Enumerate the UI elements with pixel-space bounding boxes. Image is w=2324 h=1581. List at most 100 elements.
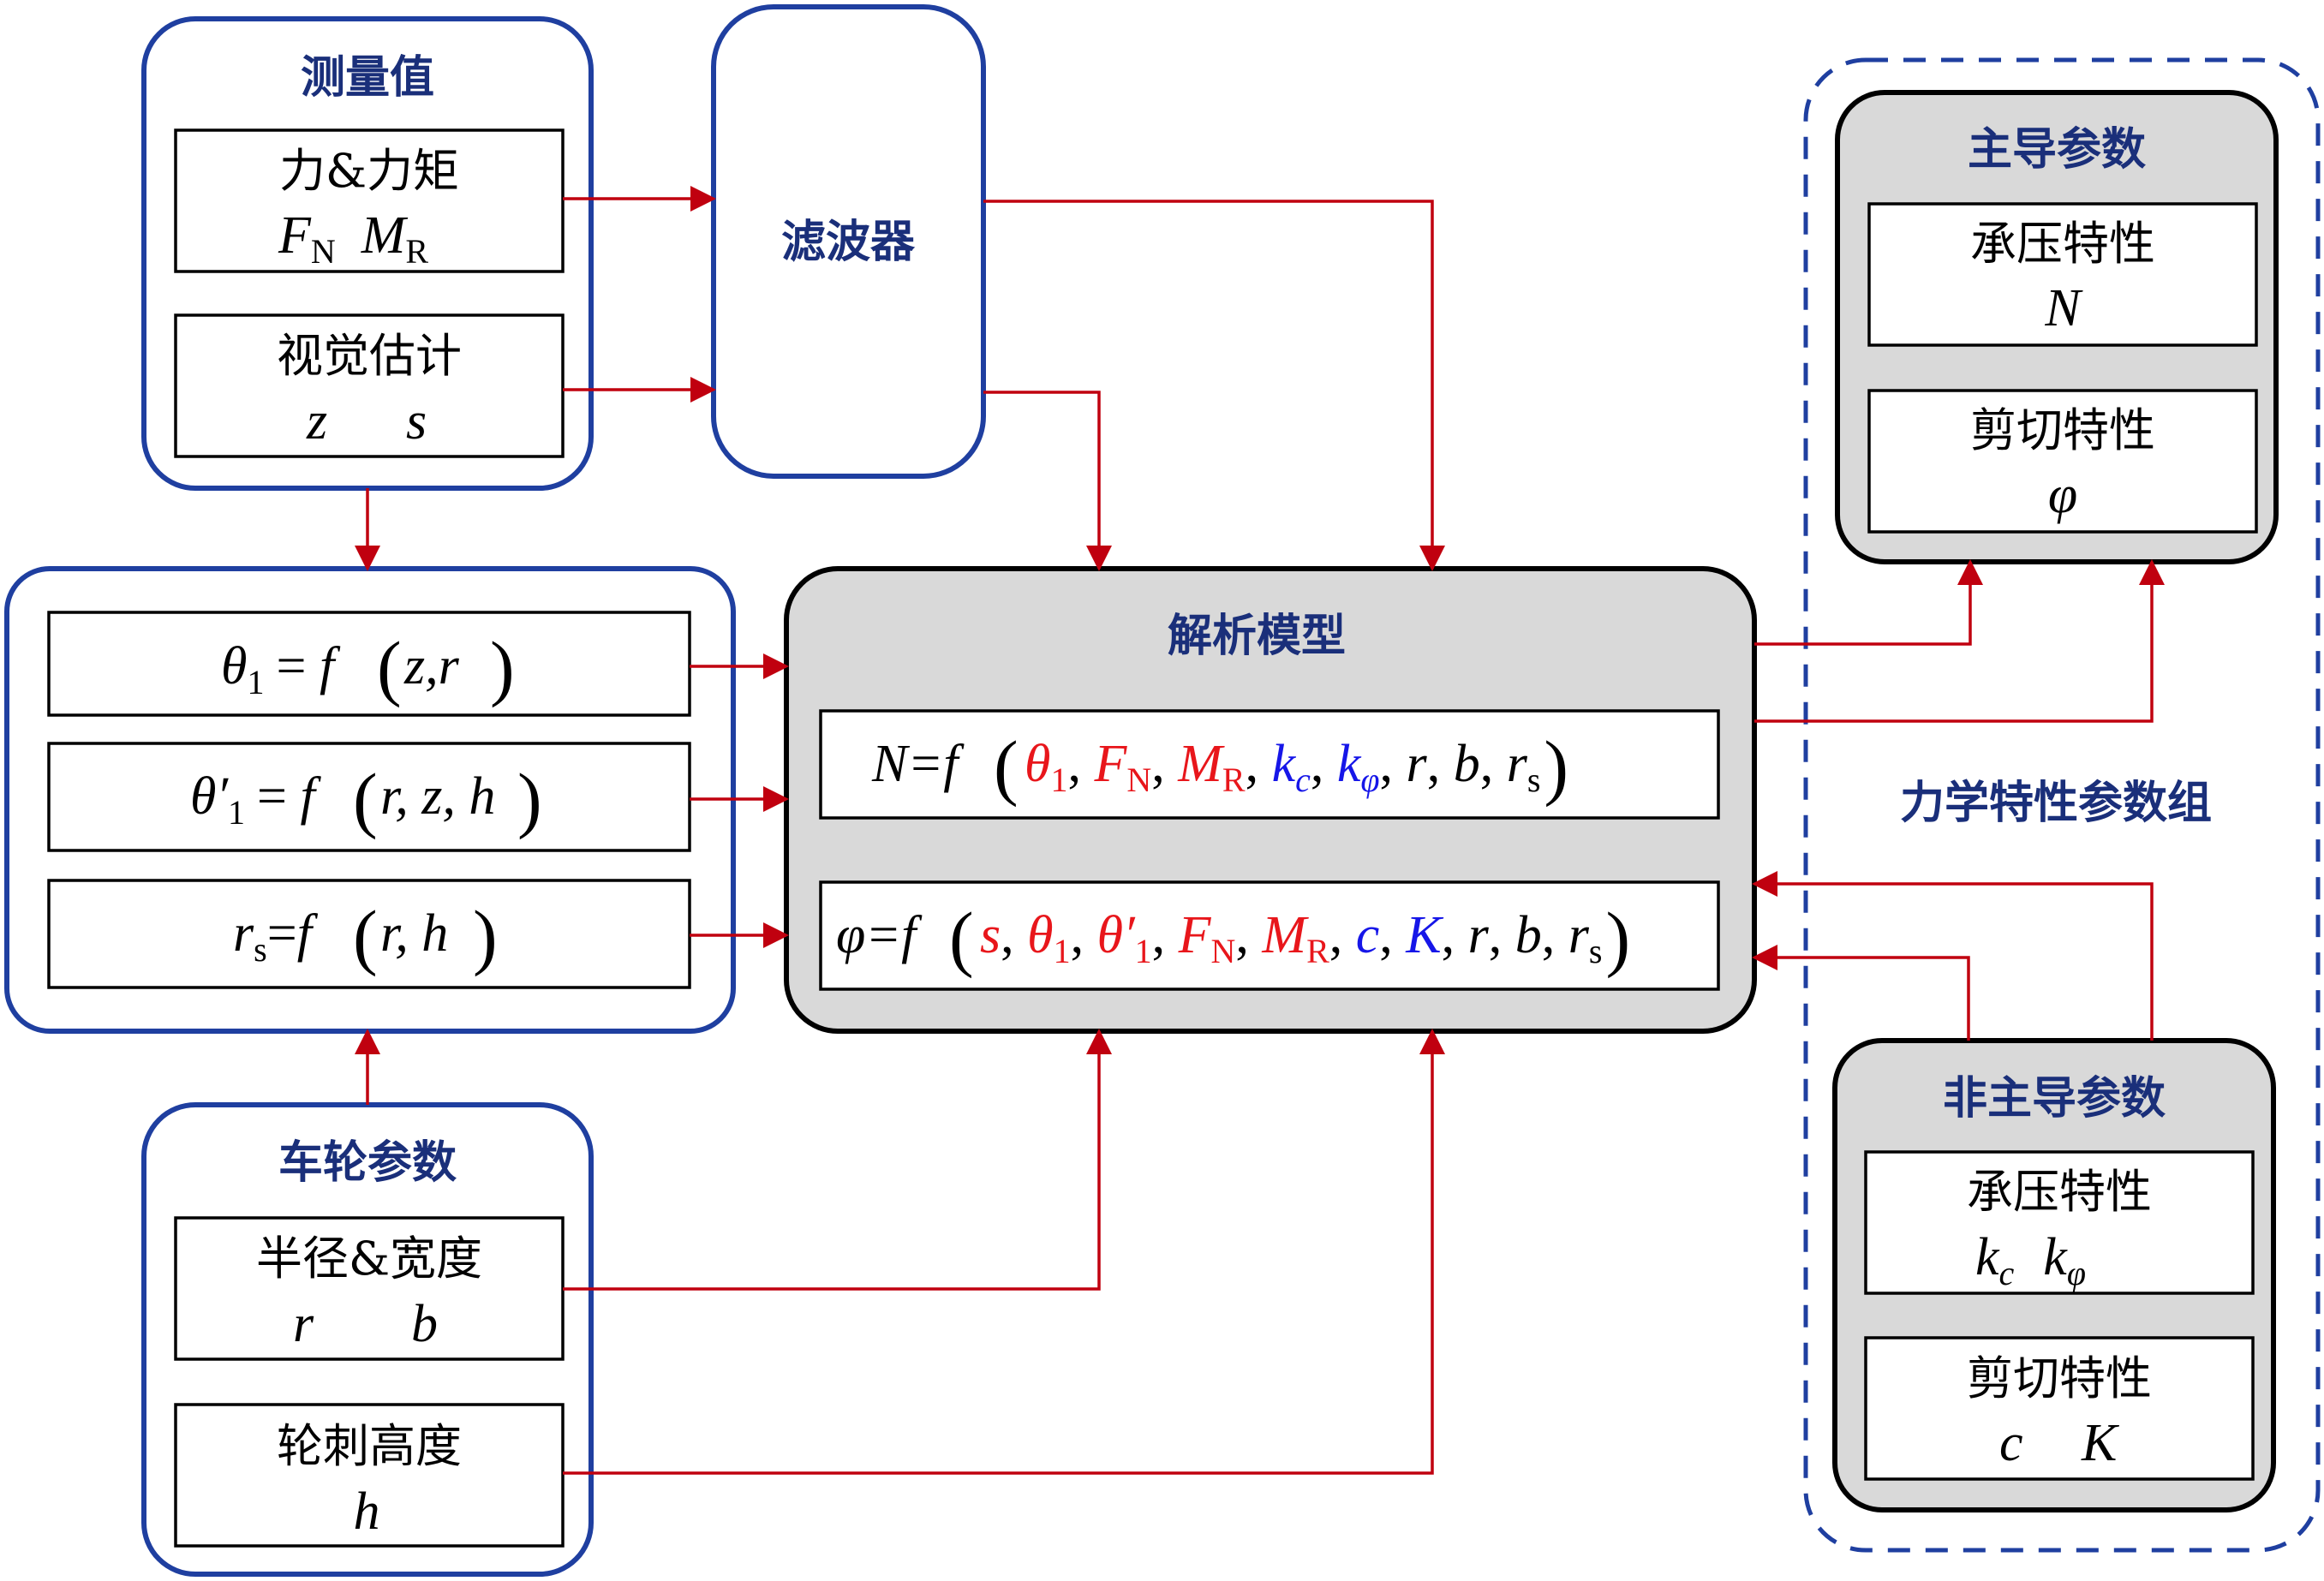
eq3-lparen: ( (353, 895, 378, 977)
eq1: θ1= f (221, 637, 341, 701)
term-0: θ (1025, 735, 1050, 793)
model-group: 解析模型 N=f ( θ1, FN, MR, kc, kφ, r, b, rs … (784, 566, 1757, 1034)
term-4: k (1337, 735, 1362, 793)
arrow-filter-to-model-b (983, 391, 1112, 571)
term-1: F (1093, 735, 1127, 793)
term-sub-7: s (1527, 761, 1541, 799)
term-sub-0: 1 (1050, 761, 1067, 799)
radius-width-label: 半径&宽度 (256, 1232, 482, 1286)
dominant-bearing-box (1867, 202, 2258, 347)
vision-sym-z: z (306, 392, 327, 450)
lug-height-box (174, 1403, 565, 1548)
term-8: b (1515, 906, 1542, 964)
eq-N-lparen: ( (994, 725, 1019, 808)
arrow-radius-to-model (563, 1029, 1112, 1291)
eq1-box (47, 611, 691, 717)
eq-phi-lparen: ( (949, 897, 974, 979)
term-2: M (1177, 735, 1225, 793)
wheel-title: 车轮参数 (278, 1137, 457, 1189)
term-7: r (1507, 735, 1528, 793)
dominant-bearing-sym: N (2044, 279, 2083, 337)
term-sep-8: , (1542, 906, 1568, 964)
eq-N-rparen: ) (1544, 725, 1568, 808)
nondominant-title: 非主导参数 (1943, 1073, 2166, 1125)
sub-R: R (405, 232, 428, 271)
term-sep-1: , (1071, 906, 1097, 964)
arrow-nondominant-to-model-a (1752, 871, 2154, 1041)
eq3-box (47, 879, 691, 989)
lug-sym-h: h (354, 1483, 380, 1541)
term-4: M (1261, 906, 1309, 964)
dominant-shear-box (1867, 389, 2258, 534)
radius-sym-r: r (293, 1295, 314, 1353)
term-sep-0: , (1067, 735, 1094, 793)
arrow-lug-to-model (563, 1029, 1445, 1475)
force-torque-label: 力&力矩 (279, 144, 459, 198)
eq2-box (47, 742, 691, 852)
filter-title: 滤波器 (781, 217, 916, 268)
eq1-rparen: ) (490, 626, 515, 708)
nondominant-shear-sym-c: c (1999, 1414, 2023, 1472)
eq2-args: r, z, h (380, 767, 495, 826)
term-sep-6: , (1480, 735, 1507, 793)
radius-width-box (174, 1216, 565, 1361)
eq-N-lhs: N=f (871, 735, 965, 793)
term-sep-4: , (1380, 735, 1407, 793)
term-sep-2: , (1152, 906, 1179, 964)
term-sub-2: 1 (1135, 932, 1152, 970)
term-3: F (1178, 906, 1212, 964)
arrow-nondominant-to-model-b (1752, 945, 1970, 1041)
term-sub-4: R (1306, 932, 1329, 970)
dominant-shear-sym: φ (2048, 466, 2077, 524)
eq-N-terms: θ1, FN, MR, kc, kφ, r, b, rs (1025, 735, 1540, 799)
dominant-title: 主导参数 (1968, 124, 2146, 176)
kinematics-group: θ1= f ( z,r ) θ′1= f ( r, z, h ) rs=f ( … (4, 566, 736, 1034)
term-sep-5: , (1379, 906, 1406, 964)
nondominant-shear-sym-K: K (2081, 1414, 2120, 1472)
term-sep-2: , (1246, 735, 1272, 793)
arrow-filter-to-model-a (983, 200, 1445, 571)
eq1-args: z,r (403, 637, 460, 695)
wheel-group: 车轮参数 半径&宽度 r b 轮刺高度 h (141, 1102, 594, 1577)
filter-group: 滤波器 (711, 4, 986, 479)
dominant-shear-label: 剪切特性 (1970, 403, 2155, 457)
dominant-bearing-label: 承压特性 (1970, 217, 2155, 271)
term-sep-3: , (1311, 735, 1337, 793)
eq-phi-lhs: φ=f (836, 906, 923, 964)
nondominant-shear-box (1864, 1336, 2255, 1481)
term-sub-9: s (1589, 932, 1603, 970)
width-sym-b: b (411, 1295, 438, 1353)
term-6: b (1454, 735, 1480, 793)
term-sep-7: , (1489, 906, 1515, 964)
term-7: r (1468, 906, 1490, 964)
term-0: s (980, 906, 1001, 964)
term-sep-5: , (1427, 735, 1454, 793)
term-sub-3: c (1295, 761, 1311, 799)
nondominant-shear-label: 剪切特性 (1967, 1351, 2152, 1405)
eq1-lparen: ( (377, 626, 402, 708)
lug-height-label: 轮刺高度 (277, 1419, 462, 1473)
model-title: 解析模型 (1168, 611, 1346, 662)
parameter-group-label: 力学特性参数组 (1900, 778, 2212, 829)
vision-box (174, 313, 565, 458)
arrow-model-to-dominant-phi (1754, 559, 2165, 723)
vision-sym-s: s (406, 392, 427, 450)
term-2: θ′ (1097, 906, 1136, 964)
sub-N: N (311, 232, 336, 271)
eq-phi-terms: s, θ1, θ′1, FN, MR, c, K, r, b, rs (980, 906, 1603, 970)
parameter-group-frame (1803, 57, 2321, 1553)
eq3: rs=f (233, 904, 319, 969)
sym-F: F (278, 206, 312, 265)
eq-phi-rparen: ) (1606, 897, 1631, 979)
eq-N-box (819, 709, 1720, 820)
term-sub-3: N (1211, 932, 1236, 970)
eq2-lparen: ( (353, 758, 378, 840)
term-1: θ (1027, 906, 1053, 964)
term-5: c (1356, 906, 1380, 964)
vision-label: 视觉估计 (277, 329, 462, 383)
